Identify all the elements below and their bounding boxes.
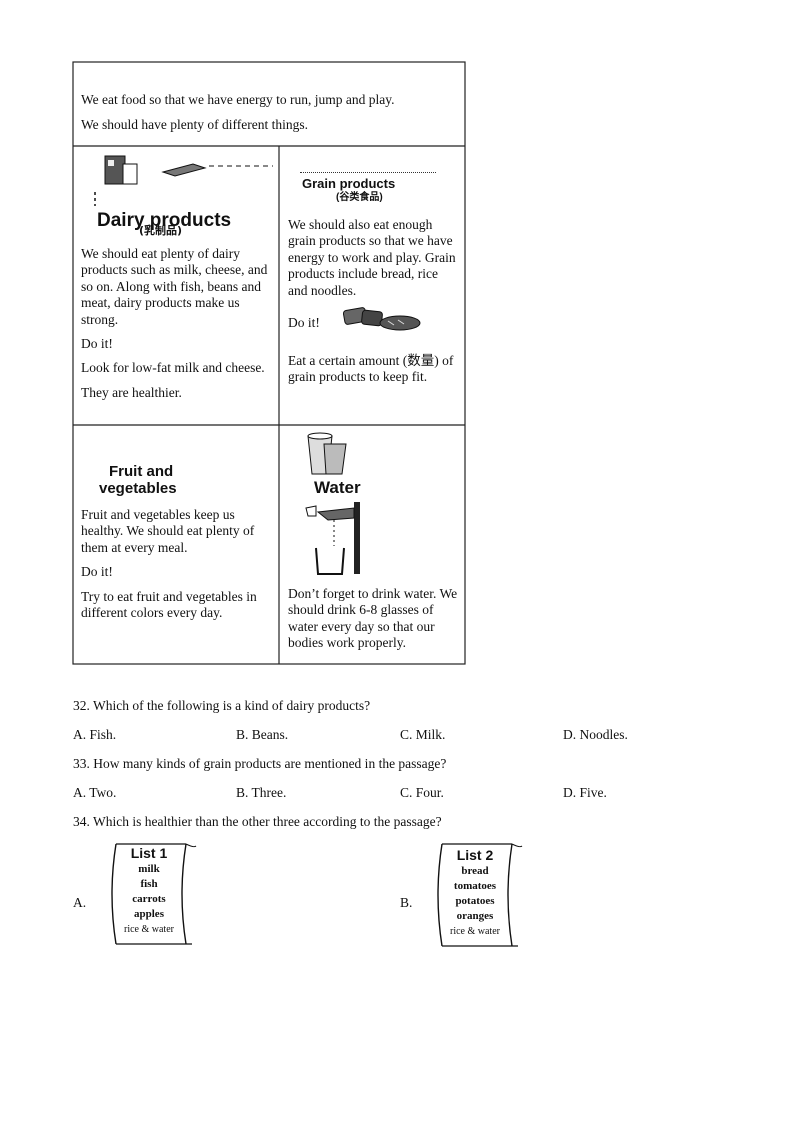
passage-table-frame (72, 61, 466, 665)
fruit-paragraph-2: Try to eat fruit and vegetables in diffe… (81, 588, 257, 621)
list-1-item: fish (140, 878, 158, 890)
grain-heading: Grain products (302, 176, 396, 191)
q32-option-b[interactable]: B. Beans. (236, 727, 289, 742)
q33-option-a[interactable]: A. Two. (73, 785, 117, 800)
list-1-scroll[interactable]: List 1 milk fish carrots apples rice & w… (106, 840, 198, 948)
fruit-cell: Fruit and vegetables Fruit and vegetable… (81, 463, 273, 621)
grain-paragraph-1: We should also eat enough grain products… (288, 217, 456, 298)
fruit-paragraph-1: Fruit and vegetables keep us healthy. We… (81, 507, 255, 555)
intro-text: We eat food so that we have energy to ru… (81, 92, 461, 133)
q33-option-b[interactable]: B. Three. (236, 785, 287, 800)
fruit-do-it: Do it! (81, 564, 113, 580)
grain-paragraph-2: Eat a certain amount (数量) of grain produ… (288, 353, 454, 385)
dairy-heading: Dairy products (97, 210, 231, 231)
list-1-item: milk (138, 863, 160, 875)
q33-option-d[interactable]: D. Five. (563, 785, 607, 800)
bread-icon (342, 307, 421, 331)
grain-heading-cn: (谷类食品) (336, 192, 383, 203)
scroll-frame-icon (111, 843, 197, 945)
dairy-paragraph-3: They are healthier. (81, 384, 182, 400)
list-2-title: List 2 (456, 847, 494, 863)
list-1-item: apples (134, 908, 164, 920)
water-paragraph-1: Don’t forget to drink water. We should d… (288, 586, 458, 651)
list-1-title: List 1 (130, 845, 168, 861)
water-cell: Water Don’t forget to drink water. We sh… (288, 430, 460, 652)
list-2-item: oranges (456, 910, 494, 922)
dairy-illustration-icon: Dairy products (乳制品) (94, 155, 273, 237)
q32-option-a[interactable]: A. Fish. (73, 727, 117, 742)
dairy-heading-cn: (乳制品) (139, 223, 182, 236)
q33-option-c[interactable]: C. Four. (400, 785, 444, 800)
grain-cell: Grain products (谷类食品) We should also eat… (288, 172, 460, 386)
q32-option-c[interactable]: C. Milk. (400, 727, 446, 742)
fruit-heading-line-1: Fruit and (109, 463, 174, 480)
list-2-item: potatoes (455, 895, 495, 907)
q34-option-b[interactable]: B. (400, 895, 413, 910)
question-34: 34. Which is healthier than the other th… (73, 814, 442, 829)
list-2-item: tomatoes (453, 880, 497, 892)
dairy-paragraph-1: We should eat plenty of dairy products s… (81, 246, 268, 327)
intro-line-2: We should have plenty of different thing… (81, 117, 308, 132)
question-33: 33. How many kinds of grain products are… (73, 756, 447, 771)
list-1-item: rice & water (124, 924, 174, 935)
grain-do-it: Do it! (288, 315, 320, 331)
fruit-heading-line-2: vegetables (99, 480, 177, 497)
list-2-item: bread (461, 865, 489, 877)
dairy-cell: Dairy products (乳制品) We should eat plent… (81, 150, 273, 401)
list-2-scroll[interactable]: List 2 bread tomatoes potatoes oranges r… (432, 840, 524, 950)
water-glass-icon (307, 432, 347, 475)
scroll-frame-icon (437, 843, 523, 947)
q34-option-a[interactable]: A. (73, 895, 87, 910)
list-1-item: carrots (132, 893, 166, 905)
q32-option-d[interactable]: D. Noodles. (563, 727, 628, 742)
dairy-do-it: Do it! (81, 336, 113, 352)
intro-line-1: We eat food so that we have energy to ru… (81, 92, 395, 107)
dairy-paragraph-2: Look for low-fat milk and cheese. (81, 360, 265, 376)
list-2-item: rice & water (450, 926, 500, 937)
water-tap-icon (305, 502, 360, 575)
water-heading: Water (314, 478, 361, 497)
question-32: 32. Which of the following is a kind of … (73, 698, 371, 713)
